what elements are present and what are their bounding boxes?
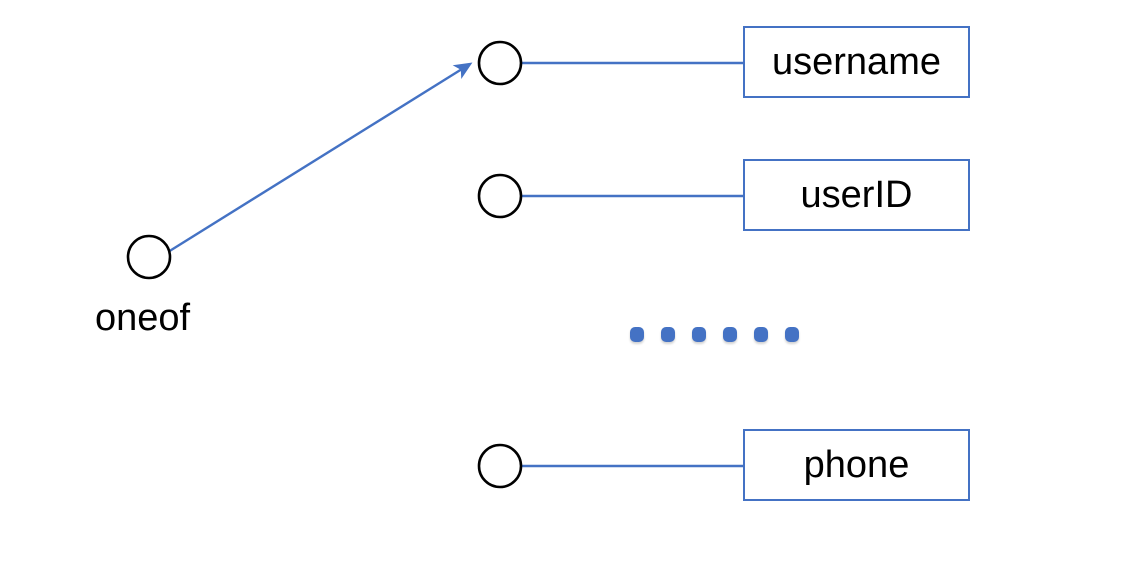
ellipsis-dot xyxy=(661,327,675,342)
ellipsis-dot xyxy=(692,327,706,342)
selection-arrow xyxy=(167,62,473,254)
field-box-phone[interactable]: phone xyxy=(743,429,970,501)
branch-node-circle-userid[interactable] xyxy=(477,173,523,219)
field-box-userid[interactable]: userID xyxy=(743,159,970,231)
ellipsis-dot xyxy=(785,327,799,342)
ellipsis-more-fields-icon xyxy=(630,327,799,342)
field-box-username[interactable]: username xyxy=(743,26,970,98)
ellipsis-dot xyxy=(630,327,644,342)
oneof-node-circle[interactable] xyxy=(126,234,172,280)
oneof-node-label: oneof xyxy=(95,297,191,339)
field-box-label-username: username xyxy=(772,41,941,83)
ellipsis-dot xyxy=(754,327,768,342)
ellipsis-dot xyxy=(723,327,737,342)
branch-node-circle-phone[interactable] xyxy=(477,443,523,489)
field-box-label-userid: userID xyxy=(800,174,913,216)
field-box-label-phone: phone xyxy=(803,444,910,486)
branch-node-circle-username[interactable] xyxy=(477,40,523,86)
